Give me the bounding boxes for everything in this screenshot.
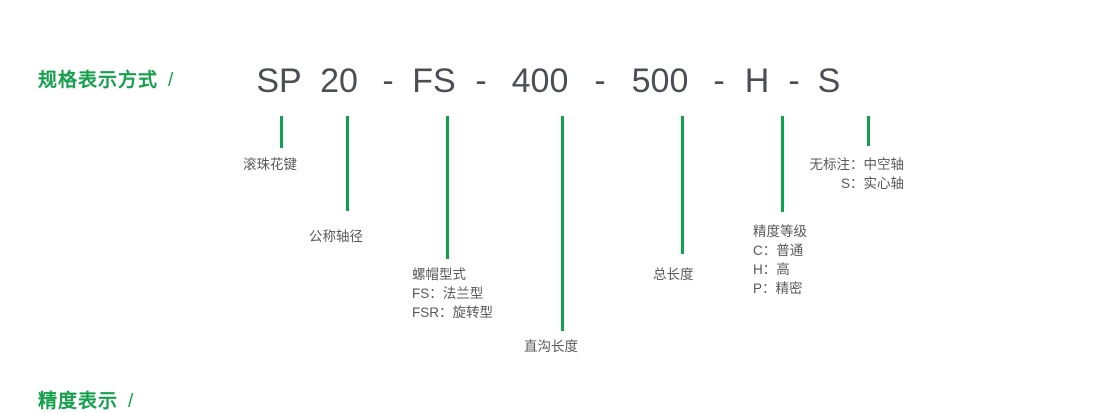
section-heading-precision-slash: / [128,391,135,412]
annotation-nut-type-line-2: FS：法兰型 [412,286,484,301]
annotation-accuracy-grade: 精度等级 C：普通 H：高 P：精密 [753,222,807,298]
code-dash-4: - [713,62,725,100]
leader-line-nominal-diameter [346,116,349,211]
leader-line-groove-length [561,116,564,331]
annotation-ball-spline-line-1: 滚珠花键 [243,157,297,172]
code-dash-1: - [382,62,394,100]
annotation-accuracy-grade-line-3: H：高 [753,262,790,277]
annotation-shaft-type-line-2: S：实心轴 [840,176,904,191]
code-segment-nominal-diameter: 20 [320,62,358,100]
leader-line-ball-spline [280,116,283,148]
section-heading-specification-slash: / [168,70,175,91]
leader-line-nut-type [446,116,449,259]
code-dash-3: - [594,62,606,100]
annotation-shaft-type: 无标注：中空轴 S：实心轴 [704,155,905,193]
annotation-nut-type: 螺帽型式 FS：法兰型 FSR：旋转型 [412,265,493,322]
annotation-accuracy-grade-line-1: 精度等级 [753,224,807,239]
code-dash-5: - [788,62,800,100]
code-segment-shaft-type: S [817,62,841,100]
model-code-row: SP 20 - FS - 400 - 500 - H - S [250,62,846,101]
leader-line-accuracy-grade [781,116,784,212]
annotation-groove-length: 直沟长度 [524,337,578,356]
code-segment-accuracy-grade: H [744,62,770,100]
annotation-accuracy-grade-line-4: P：精密 [753,281,803,296]
leader-line-total-length [681,116,684,254]
code-dash-2: - [475,62,487,100]
section-heading-specification: 规格表示方式 / [38,65,174,92]
annotation-nominal-diameter: 公称轴径 [309,227,363,246]
annotation-nut-type-line-3: FSR：旋转型 [412,305,493,320]
annotation-nut-type-line-1: 螺帽型式 [412,267,466,282]
annotation-total-length-line-1: 总长度 [653,267,694,282]
annotation-nominal-diameter-line-1: 公称轴径 [309,229,363,244]
code-segment-series: SP [256,62,302,100]
section-heading-precision: 精度表示 / [38,386,134,413]
annotation-shaft-type-line-1: 无标注：中空轴 [809,157,905,172]
code-segment-nut-type: FS [412,62,456,100]
annotation-total-length: 总长度 [653,265,694,284]
section-heading-specification-label: 规格表示方式 [38,70,159,91]
annotation-groove-length-line-1: 直沟长度 [524,339,578,354]
annotation-accuracy-grade-line-2: C：普通 [753,243,804,258]
code-segment-groove-length: 400 [511,62,569,100]
leader-line-shaft-type [867,116,870,146]
section-heading-precision-label: 精度表示 [38,391,119,412]
annotation-ball-spline: 滚珠花键 [243,155,297,174]
code-segment-total-length: 500 [631,62,689,100]
